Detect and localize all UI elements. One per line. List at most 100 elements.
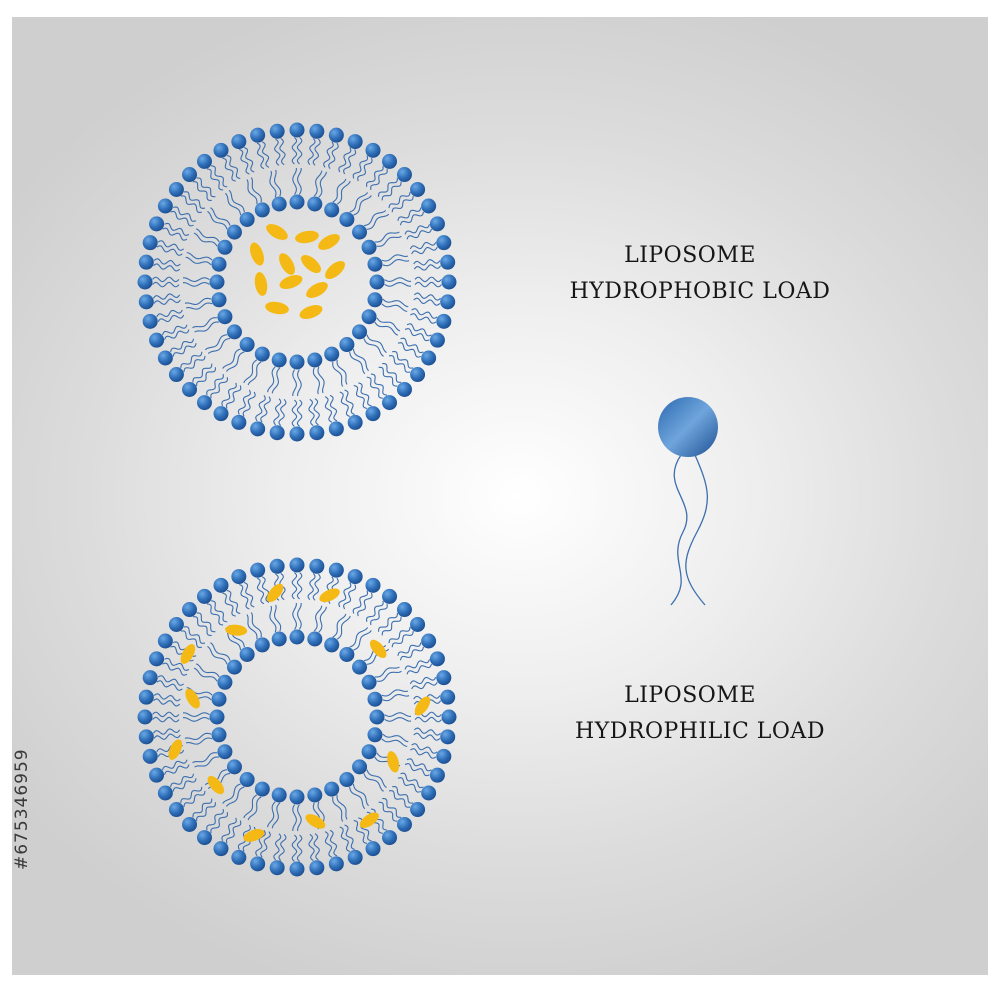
inner-lipid-tail [195, 663, 220, 678]
inner-lipid-tail [246, 614, 258, 640]
outer-lipid-tail [413, 292, 441, 301]
outer-lipid-tail [237, 389, 251, 415]
outer-lipid-tail [278, 833, 287, 861]
outer-lipid-tail [296, 834, 303, 862]
outer-lipid-tail [180, 195, 202, 213]
outer-lipid-tail [388, 191, 411, 209]
outer-lipid-tail [206, 603, 224, 626]
outer-lipid-tail [211, 165, 228, 188]
outer-lipid-tail [163, 764, 190, 775]
single-phospholipid [658, 397, 718, 606]
outer-lipid-head [157, 350, 173, 366]
outer-lipid-head [157, 785, 173, 801]
outer-lipid-tail [196, 802, 216, 822]
lipid-tails [152, 572, 442, 862]
inner-lipid-tail [363, 773, 384, 792]
inner-lipid-tail [349, 786, 366, 810]
outer-lipid-head [421, 198, 437, 214]
outer-lipid-tail [313, 833, 320, 861]
inner-lipid-tail [210, 207, 231, 226]
inner-lipid-head [226, 659, 242, 675]
outer-lipid-head [347, 414, 363, 430]
inner-lipid-tail [318, 171, 327, 198]
lipid-tails [152, 137, 442, 427]
outer-lipid-tail [357, 158, 373, 182]
outer-lipid-tail [256, 142, 265, 170]
outer-lipid-tail [370, 373, 388, 396]
hydrophobic-cargo [306, 282, 328, 298]
hydrophilic-cargo [305, 814, 326, 829]
outer-lipid-tail [221, 382, 237, 406]
inner-lipid-tail [382, 259, 410, 267]
outer-lipid-tail [391, 196, 414, 213]
outer-lipid-tail [183, 355, 206, 373]
inner-lipid-tail [363, 338, 384, 357]
outer-lipid-head [250, 856, 266, 872]
inner-lipid-head [339, 772, 355, 788]
outer-lipid-tail [352, 590, 369, 614]
inner-lipid-head [361, 309, 377, 325]
outer-lipid-tail [260, 396, 271, 423]
outer-lipid-head [289, 861, 305, 877]
outer-lipid-tail [156, 245, 183, 256]
outer-lipid-head [142, 748, 158, 764]
outer-lipid-tail [382, 798, 402, 818]
outer-lipid-tail [296, 137, 303, 165]
inner-lipid-head [369, 709, 385, 725]
outer-lipid-tail [366, 376, 383, 399]
inner-lipid-tail [192, 752, 218, 764]
outer-lipid-tail [329, 394, 338, 422]
hydrophilic-cargo [185, 688, 200, 709]
outer-lipid-tail [357, 593, 373, 617]
outer-lipid-head [429, 332, 445, 348]
inner-lipid-tail [210, 642, 231, 661]
inner-lipid-tail [292, 602, 297, 630]
outer-lipid-tail [406, 228, 433, 240]
outer-lipid-tail [328, 142, 339, 169]
outer-lipid-tail [353, 384, 368, 409]
outer-lipid-tail [312, 138, 321, 166]
cargo-group [168, 583, 431, 842]
inner-lipid-tail [384, 712, 412, 717]
outer-lipid-tail [243, 146, 255, 173]
outer-lipid-head [269, 860, 285, 876]
outer-lipid-tail [226, 155, 241, 180]
outer-lipid-tail [382, 363, 402, 383]
outer-lipid-head [436, 748, 452, 764]
outer-lipid-tail [338, 147, 352, 173]
outer-lipid-head [231, 849, 247, 865]
outer-lipid-tail [273, 398, 282, 426]
outer-lipid-head [429, 767, 445, 783]
outer-lipid-head [410, 802, 426, 818]
outer-lipid-tail [399, 211, 424, 226]
hydrophobic-cargo [299, 305, 323, 319]
outer-lipid-tail [308, 833, 315, 862]
outer-lipid-tail [404, 328, 430, 342]
outer-lipid-tail [225, 820, 242, 844]
inner-lipid-tail [384, 717, 412, 722]
hydrophobic-cargo [279, 253, 295, 275]
inner-lipid-tail [382, 694, 410, 702]
inner-lipid-head [361, 744, 377, 760]
outer-lipid-tail [222, 157, 236, 182]
outer-lipid-tail [226, 590, 241, 615]
outer-lipid-head [157, 633, 173, 649]
inner-lipid-tail [374, 321, 399, 336]
outer-lipid-head [309, 860, 325, 876]
outer-lipid-tail [414, 716, 442, 723]
outer-lipid-tail [397, 642, 422, 656]
inner-lipid-tail [222, 348, 241, 369]
hydrophilic-cargo [387, 751, 400, 773]
inner-lipid-tail [182, 717, 210, 722]
outer-lipid-head [149, 651, 165, 667]
outer-lipid-tail [152, 716, 180, 723]
inner-lipid-tail [182, 282, 210, 287]
outer-lipid-tail [196, 177, 216, 198]
inner-lipid-tail [185, 737, 213, 745]
outer-lipid-head [440, 254, 456, 270]
outer-lipid-head [289, 426, 305, 442]
inner-lipid-tail [243, 794, 258, 819]
hydrophilic-cargo [207, 775, 225, 795]
outer-lipid-tail [153, 263, 181, 272]
